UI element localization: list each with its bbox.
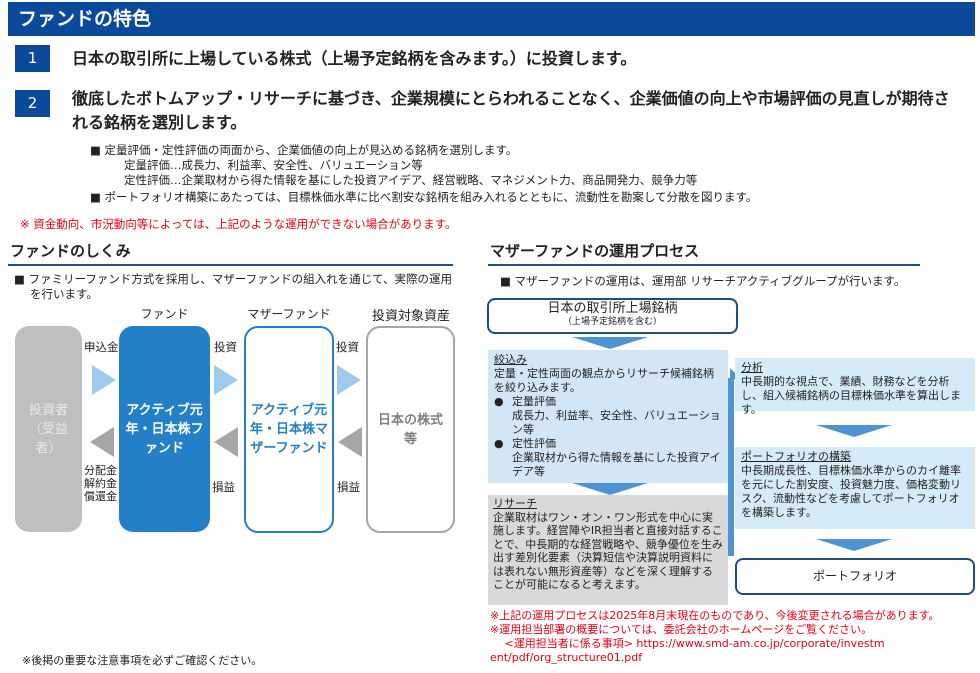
arrow-right-icon xyxy=(92,365,116,395)
structure-desc: ■ ファミリーファンド方式を採用し、マザーファンドの組入れを通じて、実際の運用を… xyxy=(14,272,453,301)
screening-box: 絞込み 定量・定性両面の観点からリサーチ候補銘柄を絞り込みます。 ●定量評価成長… xyxy=(488,350,728,483)
quant-text: 成長力、利益率、安全性、バリュエーション等 xyxy=(512,409,721,436)
divider xyxy=(8,264,453,266)
label-distribution: 分配金 解約金 償還金 xyxy=(84,464,117,503)
label-pl-1: 損益 xyxy=(212,480,235,494)
universe-title: 日本の取引所上場銘柄 xyxy=(547,301,678,316)
divider xyxy=(488,264,920,266)
process-note-link[interactable]: <運用担当者に係る事項> https://www.smd-am.co.jp/co… xyxy=(490,637,885,664)
quant-head: 定量評価 xyxy=(512,395,556,408)
label-invest-1: 投資 xyxy=(214,340,237,354)
process-note-1: ※上記の運用プロセスは2025年8月末現在のものであり、今後変更される場合があり… xyxy=(490,609,940,622)
arrow-right-icon xyxy=(214,365,238,395)
arrow-right-icon xyxy=(730,368,738,384)
connector-bar xyxy=(728,378,734,556)
qual-item: ●定性評価企業取材から得た情報を基にした投資アイデア等 xyxy=(494,437,721,478)
analysis-head: 分析 xyxy=(741,361,763,374)
process-notes: ※上記の運用プロセスは2025年8月末現在のものであり、今後変更される場合があり… xyxy=(490,609,975,665)
detail-quant: 定量評価…成長力、利益率、安全性、バリュエーション等 xyxy=(124,158,423,172)
label-invest-2: 投資 xyxy=(336,340,359,354)
col-mother: マザーファンド xyxy=(247,307,331,321)
asset-box: 日本の株式等 xyxy=(366,326,455,533)
arrow-down-icon xyxy=(816,539,892,551)
research-head: リサーチ xyxy=(493,497,537,510)
arrow-down-icon xyxy=(816,425,892,437)
build-head: ポートフォリオの構築 xyxy=(741,450,851,463)
mother-fund-box: アクティブ元年・日本株マザーファンド xyxy=(244,326,334,533)
detail-bullet-1: ■ 定量評価・定性評価の両面から、企業価値の向上が見込める銘柄を選別します。 xyxy=(90,143,518,157)
page-title: ファンドの特色 xyxy=(8,2,975,36)
arrow-left-icon xyxy=(338,427,362,457)
portfolio-box: ポートフォリオ xyxy=(735,558,975,595)
qual-head: 定性評価 xyxy=(512,437,556,450)
qual-text: 企業取材から得た情報を基にした投資アイデア等 xyxy=(512,451,721,478)
feature-2-text: 徹底したボトムアップ・リサーチに基づき、企業規模にとらわれることなく、企業価値の… xyxy=(72,89,950,132)
label-pl-2: 損益 xyxy=(337,480,360,494)
analysis-box: 分析 中長期的な視点で、業績、財務などを分析し、組入候補銘柄の目標株価水準を算出… xyxy=(735,358,975,416)
col-asset: 投資対象資産 xyxy=(371,309,450,324)
col-fund: ファンド xyxy=(140,307,189,321)
portfolio-build-box: ポートフォリオの構築 中長期成長性、目標株価水準からのカイ離率を元にした割安度、… xyxy=(735,447,975,529)
feature-number-1: 1 xyxy=(15,45,50,72)
arrow-down-icon xyxy=(572,337,648,349)
feature-1-text: 日本の取引所に上場している株式（上場予定銘柄を含みます。）に投資します。 xyxy=(72,49,637,68)
build-text: 中長期成長性、目標株価水準からのカイ離率を元にした割安度、投資魅力度、価格変動リ… xyxy=(741,464,961,519)
process-desc: ■ マザーファンドの運用は、運用部 リサーチアクティブグループが行います。 xyxy=(500,274,906,288)
caution-note: ※ 資金動向、市況動向等によっては、上記のような運用ができない場合があります。 xyxy=(20,217,457,231)
research-text: 企業取材はワン・オン・ワン形式を中心に実施します。経営陣やIR担当者と直接対話す… xyxy=(493,510,723,592)
screening-text: 定量・定性両面の観点からリサーチ候補銘柄を絞り込みます。 xyxy=(494,367,714,394)
label-apply: 申込金 xyxy=(84,340,119,354)
universe-box: 日本の取引所上場銘柄 （上場予定銘柄を含む） xyxy=(487,298,738,334)
arrow-left-icon xyxy=(214,427,238,457)
arrow-down-icon xyxy=(572,483,648,495)
screening-head: 絞込み xyxy=(494,353,527,366)
analysis-text: 中長期的な視点で、業績、財務などを分析し、組入候補銘柄の目標株価水準を算出します… xyxy=(741,375,961,416)
quant-item: ●定量評価成長力、利益率、安全性、バリュエーション等 xyxy=(494,395,721,436)
investor-box: 投資者（受益者） xyxy=(15,326,82,532)
detail-qual: 定性評価…企業取材から得た情報を基にした投資アイデア、経営戦略、マネジメント力、… xyxy=(124,173,698,187)
process-note-2: ※運用担当部署の概要については、委託会社のホームページをご覧ください。 xyxy=(490,623,873,636)
detail-bullet-2: ■ ポートフォリオ構築にあたっては、目標株価水準に比べ割安な銘柄を組み入れるとと… xyxy=(90,190,758,204)
research-box: リサーチ 企業取材はワン・オン・ワン形式を中心に実施します。経営陣やIR担当者と… xyxy=(488,495,728,605)
section-title-process: マザーファンドの運用プロセス xyxy=(490,242,700,260)
universe-sub: （上場予定銘柄を含む） xyxy=(562,317,662,327)
footer-note: ※後掲の重要な注意事項を必ずご確認ください。 xyxy=(22,654,263,667)
arrow-left-icon xyxy=(90,427,114,457)
feature-number-2: 2 xyxy=(15,90,50,117)
arrow-right-icon xyxy=(337,365,361,395)
section-title-structure: ファンドのしくみ xyxy=(10,242,131,260)
fund-box: アクティブ元年・日本株ファンド xyxy=(119,326,210,532)
